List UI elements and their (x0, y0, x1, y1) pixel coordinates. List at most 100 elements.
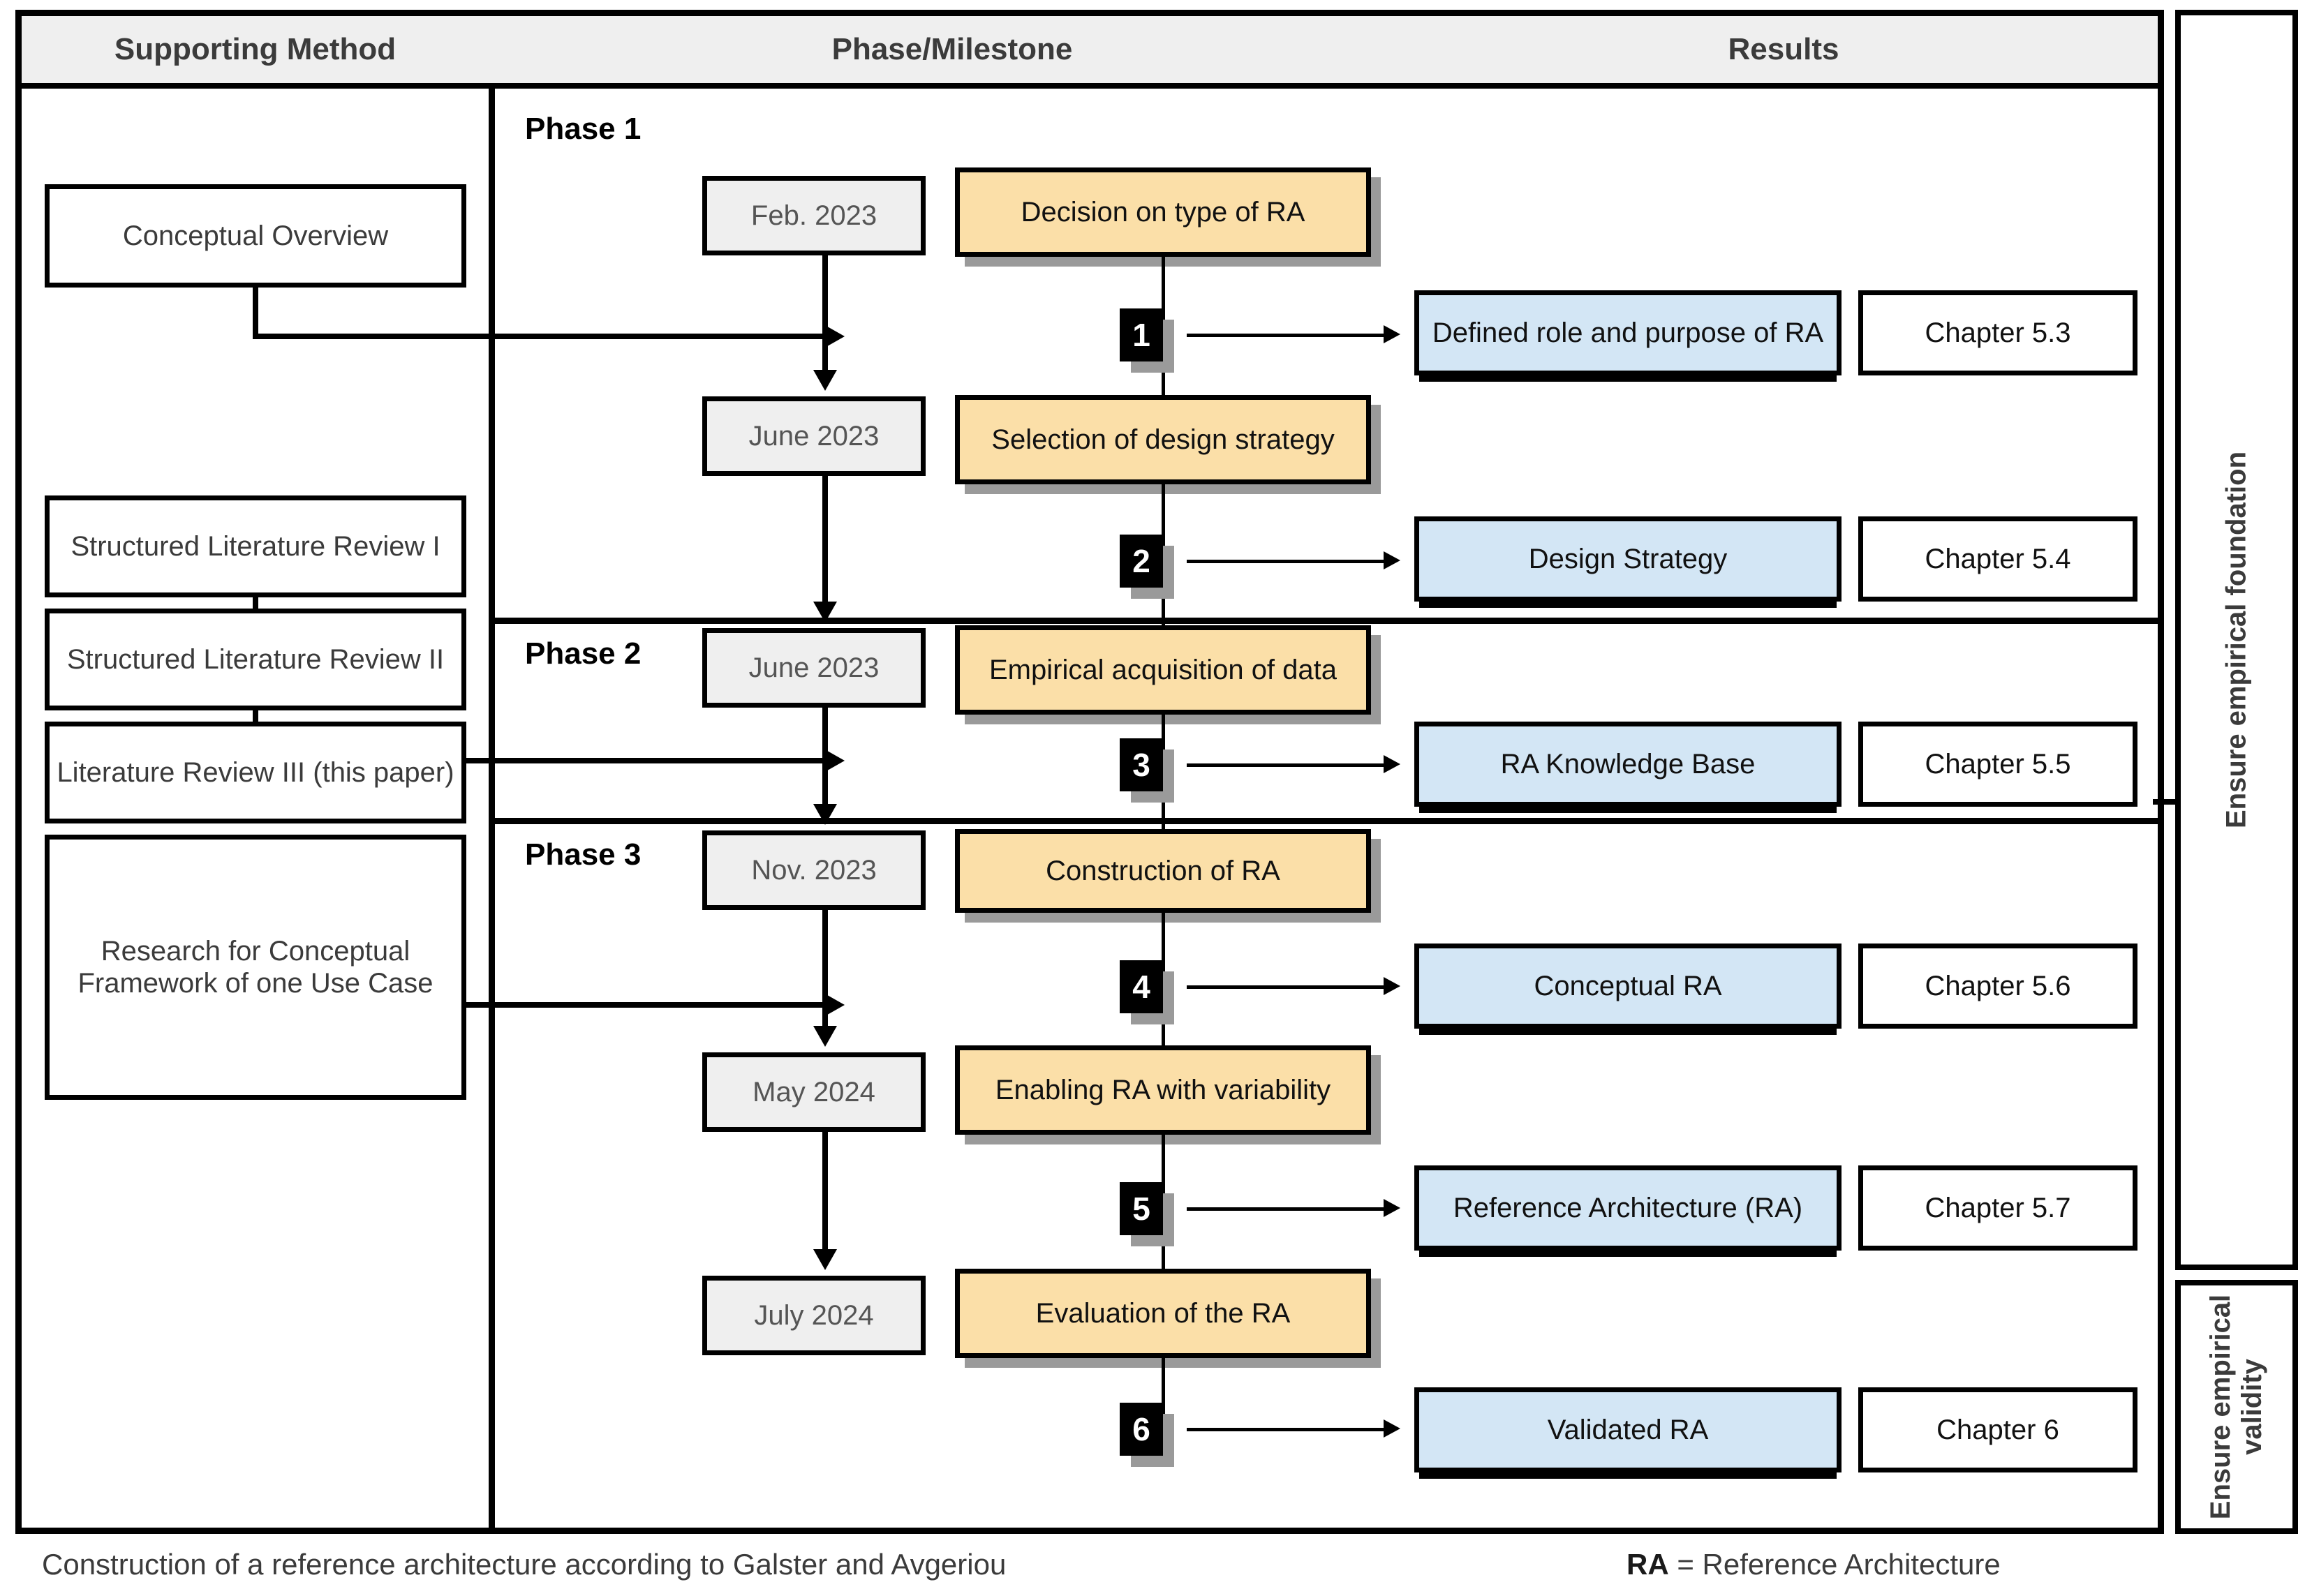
milestone-spine-4 (1162, 913, 1165, 1047)
chapter-label: Chapter 5.4 (1925, 544, 2071, 574)
supporting-method-research-conceptual-framework[interactable]: Research for Conceptual Framework of one… (45, 835, 466, 1100)
milestone-spine-5 (1162, 1135, 1165, 1270)
milestone-box-2[interactable]: Selection of design strategy (955, 395, 1371, 484)
milestone-label: Selection of design strategy (991, 424, 1335, 455)
result-link-4 (1187, 985, 1389, 989)
connector-overview-run (253, 334, 828, 339)
milestone-number-3: 3 (1120, 738, 1163, 791)
date-label: Nov. 2023 (751, 855, 877, 886)
column-header-supporting-method: Supporting Method (114, 32, 397, 66)
milestone-label: Construction of RA (1046, 856, 1280, 886)
date-box-4[interactable]: Nov. 2023 (702, 830, 926, 910)
result-box-1[interactable]: Defined role and purpose of RA (1414, 290, 1842, 382)
supporting-method-slr-1[interactable]: Structured Literature Review I (45, 495, 466, 597)
date-chain-arrow-4 (813, 1026, 837, 1047)
result-arrowhead-4 (1384, 977, 1400, 995)
date-label: June 2023 (748, 652, 880, 683)
chapter-label: Chapter 5.3 (1925, 318, 2071, 348)
milestone-label: Decision on type of RA (1021, 197, 1305, 228)
date-chain-3 (822, 708, 828, 808)
connector-lr3-run (466, 758, 828, 763)
chapter-box-1[interactable]: Chapter 5.3 (1858, 290, 2137, 375)
result-arrowhead-1 (1384, 325, 1400, 343)
milestone-box-1[interactable]: Decision on type of RA (955, 167, 1371, 257)
date-label: May 2024 (753, 1077, 875, 1107)
footer-caption: Construction of a reference architecture… (42, 1548, 1007, 1581)
date-box-2[interactable]: June 2023 (702, 396, 926, 476)
date-label: June 2023 (748, 421, 880, 452)
result-label: Validated RA (1547, 1415, 1709, 1445)
chapter-box-5[interactable]: Chapter 5.7 (1858, 1165, 2137, 1251)
milestone-box-4[interactable]: Construction of RA (955, 829, 1371, 913)
milestone-number-4: 4 (1120, 960, 1163, 1013)
footer-legend-value: = Reference Architecture (1668, 1548, 2001, 1581)
result-link-2 (1187, 560, 1389, 563)
milestone-label: Empirical acquisition of data (988, 655, 1337, 685)
method-stitch-1 (253, 593, 258, 613)
result-box-6[interactable]: Validated RA (1414, 1387, 1842, 1479)
date-box-1[interactable]: Feb. 2023 (702, 176, 926, 255)
supporting-method-label: Structured Literature Review II (66, 644, 445, 675)
milestone-spine-1 (1162, 257, 1165, 396)
chapter-label: Chapter 5.7 (1925, 1193, 2071, 1223)
milestone-number-2: 2 (1120, 535, 1163, 588)
column-divider-supporting-method (489, 83, 495, 1534)
chapter-box-3[interactable]: Chapter 5.5 (1858, 722, 2137, 807)
chapter-label: Chapter 5.6 (1925, 971, 2071, 1001)
result-box-2[interactable]: Design Strategy (1414, 516, 1842, 608)
result-link-3 (1187, 763, 1389, 767)
date-chain-arrow-5 (813, 1249, 837, 1270)
result-label: Defined role and purpose of RA (1432, 318, 1824, 348)
milestone-number-6: 6 (1120, 1403, 1163, 1456)
date-chain-5 (822, 1132, 828, 1253)
date-box-6[interactable]: July 2024 (702, 1276, 926, 1355)
milestone-box-5[interactable]: Enabling RA with variability (955, 1045, 1371, 1135)
result-box-4[interactable]: Conceptual RA (1414, 944, 1842, 1035)
chapter-label: Chapter 6 (1936, 1415, 2059, 1445)
result-box-5[interactable]: Reference Architecture (RA) (1414, 1165, 1842, 1257)
result-label: Conceptual RA (1534, 971, 1722, 1001)
connector-overview-drop (253, 285, 258, 339)
result-label: RA Knowledge Base (1500, 749, 1756, 780)
milestone-label: Evaluation of the RA (1035, 1298, 1291, 1329)
date-chain-arrow-3 (813, 804, 837, 825)
date-box-5[interactable]: May 2024 (702, 1052, 926, 1132)
footer-legend: RA = Reference Architecture (1626, 1548, 2001, 1581)
supporting-method-lr-3[interactable]: Literature Review III (this paper) (45, 722, 466, 823)
footer-legend-key: RA (1626, 1548, 1669, 1581)
chapter-box-2[interactable]: Chapter 5.4 (1858, 516, 2137, 602)
band-foundation-label: Ensure empirical foundation (2221, 451, 2252, 829)
date-chain-arrow-2 (813, 602, 837, 622)
chapter-label: Chapter 5.5 (1925, 749, 2071, 780)
supporting-method-conceptual-overview[interactable]: Conceptual Overview (45, 184, 466, 288)
supporting-method-label: Structured Literature Review I (71, 531, 440, 562)
chapter-box-6[interactable]: Chapter 6 (1858, 1387, 2137, 1472)
result-label: Reference Architecture (RA) (1453, 1193, 1803, 1223)
result-link-5 (1187, 1207, 1389, 1211)
column-header-phase-milestone: Phase/Milestone (831, 32, 1073, 66)
supporting-method-label: Conceptual Overview (122, 221, 389, 251)
phase-label-3: Phase 3 (525, 837, 642, 872)
date-chain-1 (822, 255, 828, 374)
date-box-3[interactable]: June 2023 (702, 628, 926, 708)
date-chain-2 (822, 476, 828, 606)
result-arrowhead-2 (1384, 551, 1400, 569)
supporting-method-label: Literature Review III (this paper) (57, 757, 454, 788)
milestone-label: Enabling RA with variability (995, 1075, 1331, 1105)
result-link-1 (1187, 334, 1389, 337)
milestone-box-6[interactable]: Evaluation of the RA (955, 1269, 1371, 1358)
foundation-connector-line (2153, 799, 2181, 805)
phase-divider-1 (489, 618, 2158, 624)
milestone-spine-6 (1162, 1358, 1165, 1446)
date-chain-4 (822, 910, 828, 1030)
supporting-method-slr-2[interactable]: Structured Literature Review II (45, 609, 466, 710)
date-label: July 2024 (754, 1300, 874, 1331)
result-box-3[interactable]: RA Knowledge Base (1414, 722, 1842, 813)
result-arrowhead-3 (1384, 755, 1400, 773)
chapter-box-4[interactable]: Chapter 5.6 (1858, 944, 2137, 1029)
date-label: Feb. 2023 (750, 200, 877, 231)
result-label: Design Strategy (1528, 544, 1728, 574)
column-header-results: Results (1728, 32, 1839, 66)
milestone-box-3[interactable]: Empirical acquisition of data (955, 625, 1371, 715)
